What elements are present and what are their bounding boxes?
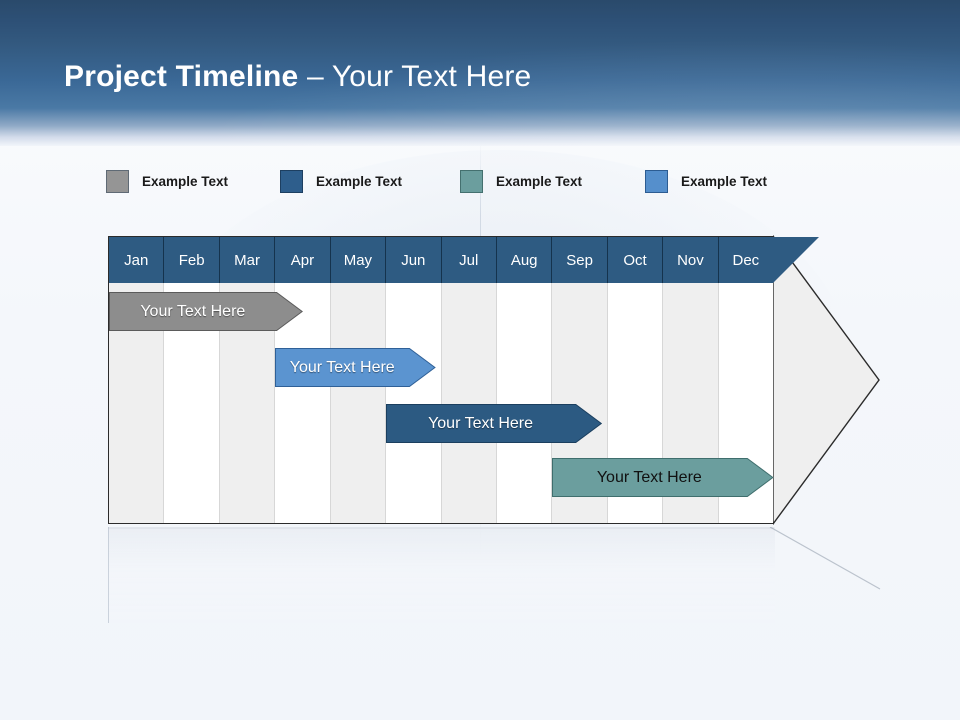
legend-item-4[interactable]: Example Text xyxy=(645,168,767,194)
task-bar[interactable]: Your Text Here xyxy=(275,348,436,387)
month-header-cell: Aug xyxy=(496,237,553,283)
task-bar[interactable]: Your Text Here xyxy=(109,292,303,331)
legend-swatch-blue-icon xyxy=(645,169,668,193)
legend: Example Text Example Text Example Text E… xyxy=(106,168,846,194)
timeline-arrow-tip-icon xyxy=(773,235,880,525)
task-bar-shape xyxy=(551,458,774,497)
legend-item-1[interactable]: Example Text xyxy=(106,168,228,194)
legend-item-2[interactable]: Example Text xyxy=(280,168,402,194)
month-column xyxy=(496,283,553,523)
legend-swatch-navy-icon xyxy=(280,169,303,193)
page-title-dash: – xyxy=(306,60,332,93)
month-header-cell: Jun xyxy=(386,237,442,283)
legend-swatch-teal-icon xyxy=(460,169,483,193)
month-column xyxy=(330,283,387,523)
month-header-wedge xyxy=(773,237,819,283)
task-bar[interactable]: Your Text Here xyxy=(551,458,774,497)
reflection-diagonal xyxy=(769,527,881,590)
reflection-body xyxy=(108,527,775,623)
month-column xyxy=(441,283,497,523)
month-header-cell: Jul xyxy=(441,237,497,283)
page-title: Project Timeline – Your Text Here xyxy=(64,60,531,94)
legend-item-3[interactable]: Example Text xyxy=(460,168,582,194)
task-bar[interactable]: Your Text Here xyxy=(385,404,602,443)
month-header-cell: Feb xyxy=(164,237,220,283)
page-title-strong: Project Timeline xyxy=(64,60,307,93)
legend-label-4: Example Text xyxy=(681,173,768,189)
month-header-cell: Dec xyxy=(718,237,774,283)
month-header-cell: Nov xyxy=(663,237,719,283)
month-header-cell: Mar xyxy=(219,237,276,283)
month-column xyxy=(386,283,442,523)
month-header-cell: Apr xyxy=(275,237,331,283)
legend-label-1: Example Text xyxy=(142,173,229,189)
task-bar-shape xyxy=(385,404,602,443)
chart-reflection xyxy=(108,527,881,627)
page-title-light: Your Text Here xyxy=(331,60,532,93)
task-bar-shape xyxy=(275,348,436,387)
legend-label-2: Example Text xyxy=(316,173,403,189)
month-header-cell: Sep xyxy=(552,237,608,283)
month-header-cell: Oct xyxy=(607,237,664,283)
legend-label-3: Example Text xyxy=(496,173,583,189)
month-header-cell: May xyxy=(330,237,387,283)
month-header-cell: Jan xyxy=(109,237,165,283)
reflection-edge xyxy=(108,527,774,529)
legend-swatch-gray-icon xyxy=(106,169,129,193)
task-bar-shape xyxy=(109,292,303,331)
